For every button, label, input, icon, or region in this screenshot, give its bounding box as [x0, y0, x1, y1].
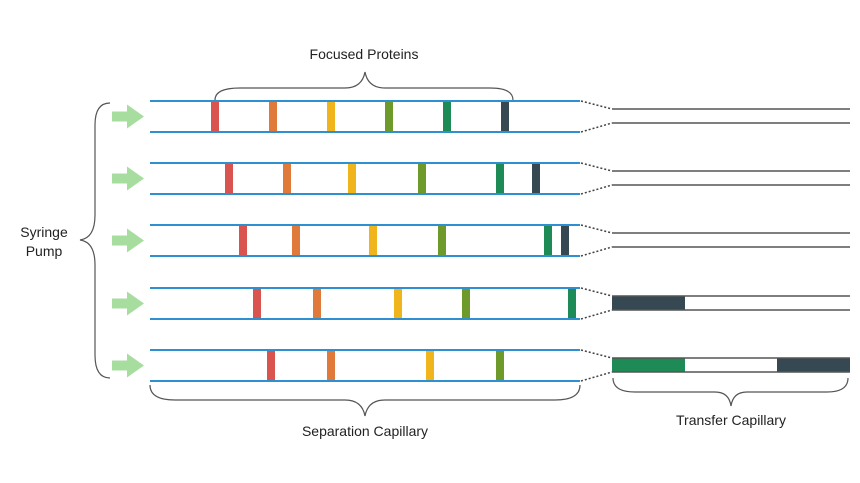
- protein-band: [225, 164, 233, 193]
- separation-capillary-label: Separation Capillary: [302, 423, 428, 439]
- protein-band: [385, 102, 393, 131]
- focused-proteins-brace: [214, 71, 514, 101]
- transfer-capillary-brace: [612, 377, 849, 407]
- connector-bottom: [580, 309, 613, 320]
- separation-capillary-brace: [149, 384, 581, 417]
- protein-band: [369, 226, 377, 255]
- syringe-pump-brace: [79, 102, 111, 379]
- protein-band: [532, 164, 540, 193]
- transfer-band: [777, 358, 850, 372]
- connector-top: [580, 100, 613, 110]
- protein-band: [496, 164, 504, 193]
- transfer-band: [612, 358, 685, 372]
- rows-layer: [112, 100, 850, 382]
- focused-proteins-label: Focused Proteins: [310, 46, 419, 62]
- protein-band: [501, 102, 509, 131]
- connector-bottom: [580, 371, 613, 382]
- protein-band: [269, 102, 277, 131]
- connector-top: [580, 224, 613, 234]
- connector-top: [580, 287, 613, 297]
- protein-band: [211, 102, 219, 131]
- syringe-arrow-icon: [112, 104, 144, 129]
- protein-band: [462, 289, 470, 318]
- protein-band: [544, 226, 552, 255]
- transfer-band: [612, 296, 685, 310]
- syringe-arrow-icon: [112, 353, 144, 378]
- protein-band: [327, 102, 335, 131]
- transfer-capillary-label: Transfer Capillary: [676, 412, 786, 428]
- protein-band: [348, 164, 356, 193]
- connector-bottom: [580, 246, 613, 257]
- connector-bottom: [580, 122, 613, 133]
- protein-band: [561, 226, 569, 255]
- syringe-arrow-icon: [112, 291, 144, 316]
- connector-top: [580, 162, 613, 172]
- syringe-label: Syringe: [20, 224, 68, 240]
- protein-band: [313, 289, 321, 318]
- syringe-arrow-icon: [112, 166, 144, 191]
- protein-band: [426, 351, 434, 380]
- protein-band: [418, 164, 426, 193]
- syringe-arrow-icon: [112, 228, 144, 253]
- protein-band: [438, 226, 446, 255]
- protein-band: [443, 102, 451, 131]
- protein-band: [253, 289, 261, 318]
- connector-top: [580, 349, 613, 359]
- protein-band: [239, 226, 247, 255]
- protein-band: [267, 351, 275, 380]
- connector-bottom: [580, 184, 613, 195]
- protein-band: [496, 351, 504, 380]
- protein-band: [394, 289, 402, 318]
- protein-band: [568, 289, 576, 318]
- protein-band: [283, 164, 291, 193]
- protein-band: [327, 351, 335, 380]
- protein-band: [292, 226, 300, 255]
- pump-label: Pump: [26, 243, 63, 259]
